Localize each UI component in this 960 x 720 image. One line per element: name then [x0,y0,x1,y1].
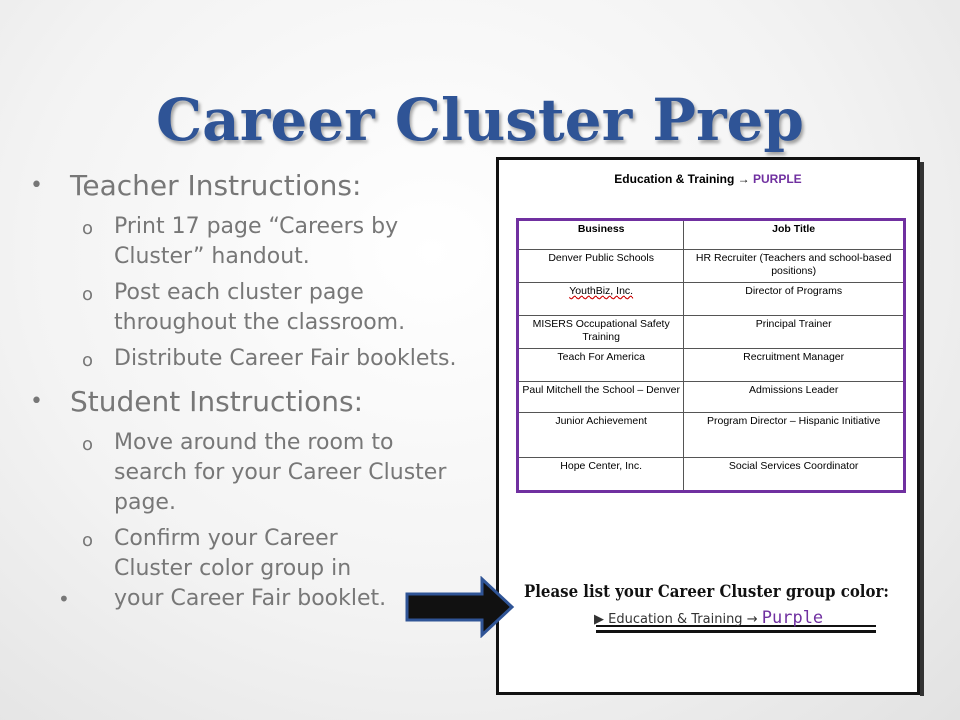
table-row: Hope Center, Inc. Social Services Coordi… [516,457,905,492]
business-cell: MISERS Occupational Safety Training [516,315,685,349]
student-item: o Move around the room to search for you… [30,428,470,518]
student-heading: Student Instructions: [70,385,364,418]
answer-underline [596,625,876,627]
handout-title-color: PURPLE [753,172,802,186]
job-title-cell: Program Director – Hispanic Initiative [683,412,905,458]
table-row: Paul Mitchell the School – Denver Admiss… [516,381,905,413]
bullet-icon: • [30,389,43,414]
job-title-cell: Principal Trainer [683,315,905,349]
teacher-item: o Post each cluster page throughout the … [30,278,470,338]
teacher-item-text: Distribute Career Fair booklets. [114,346,457,371]
color-answer: ▶ Education & Training → Purple [594,608,823,628]
color-prompt: Please list your Career Cluster group co… [524,582,889,602]
teacher-heading-item: • Teacher Instructions: [30,170,470,202]
table-row: YouthBiz, Inc. Director of Programs [516,282,905,316]
handout-title: Education & Training → PURPLE [499,172,917,186]
answer-underline [596,630,876,633]
bullet-icon: • [58,587,70,611]
document-shadow [920,162,924,696]
careers-table: Business Job Title Denver Public Schools… [516,218,906,493]
arrow-right-icon: → [737,172,750,186]
business-cell: Paul Mitchell the School – Denver [516,381,685,413]
teacher-item: o Print 17 page “Careers by Cluster” han… [30,212,470,272]
arrow-right-icon: → [746,612,758,627]
slide-title: Career Cluster Prep [156,86,804,154]
teacher-item-text: Post each cluster page throughout the cl… [114,280,406,335]
handout-title-text: Education & Training [614,172,735,186]
business-cell: Junior Achievement [516,412,685,458]
job-title-cell: Social Services Coordinator [683,457,905,492]
chevron-right-icon: ▶ [594,612,604,627]
table-row: Denver Public Schools HR Recruiter (Teac… [516,249,905,283]
sub-bullet-icon: o [82,530,94,551]
table-header: Job Title [683,219,905,250]
job-title-cell: Recruitment Manager [683,348,905,382]
job-title-cell: Director of Programs [683,282,905,316]
sub-bullet-icon: o [82,284,94,305]
job-title-cell: Admissions Leader [683,381,905,413]
business-cell: YouthBiz, Inc. [516,282,685,316]
business-cell: Teach For America [516,348,685,382]
business-cell: Denver Public Schools [516,249,685,283]
instructions-list: • Teacher Instructions: o Print 17 page … [30,170,470,620]
sub-bullet-icon: o [82,218,94,239]
sub-bullet-icon: o [82,350,94,371]
student-item-text: Confirm your Career Cluster color group … [114,526,352,581]
pointer-arrow-icon [405,576,515,638]
table-row: Teach For America Recruitment Manager [516,348,905,382]
student-heading-item: • Student Instructions: [30,386,470,418]
extra-bullet-text: your Career Fair booklet. [114,586,387,611]
teacher-heading: Teacher Instructions: [70,169,362,202]
bullet-icon: • [30,173,43,198]
answer-color: Purple [761,608,824,628]
business-cell: Hope Center, Inc. [516,457,685,492]
handout-image: Education & Training → PURPLE Business J… [496,157,920,695]
extra-bullet-item: • your Career Fair booklet. [30,584,470,614]
teacher-item-text: Print 17 page “Careers by Cluster” hando… [114,214,399,269]
student-item-text: Move around the room to search for your … [114,430,447,515]
table-header-row: Business Job Title [516,219,905,250]
table-header: Business [516,219,685,250]
table-row: Junior Achievement Program Director – Hi… [516,412,905,458]
job-title-cell: HR Recruiter (Teachers and school-based … [683,249,905,283]
sub-bullet-icon: o [82,434,94,455]
answer-text: Education & Training [608,612,743,627]
teacher-item: o Distribute Career Fair booklets. [30,344,470,374]
table-row: MISERS Occupational Safety Training Prin… [516,315,905,349]
student-item: o Confirm your Career Cluster color grou… [30,524,414,584]
